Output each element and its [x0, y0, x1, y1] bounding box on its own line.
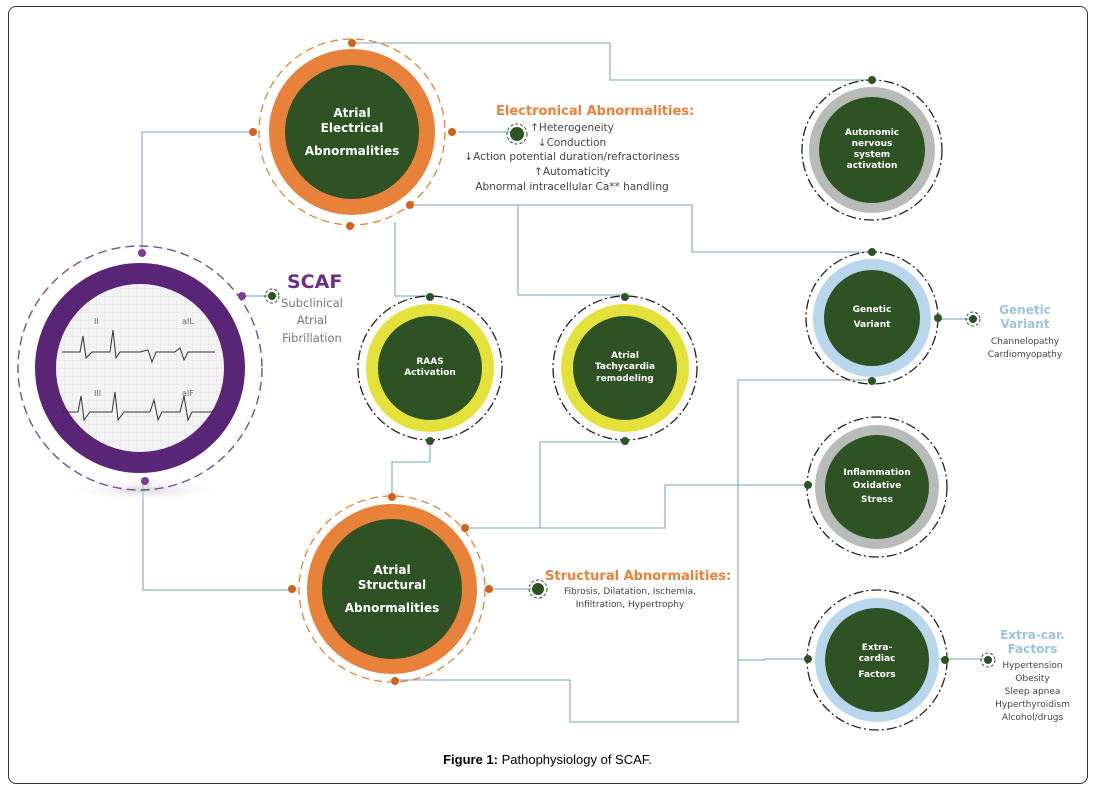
structural-circle [288, 493, 493, 685]
structural-heading: Structural Abnormalities: [545, 569, 732, 584]
tachycardia-label: Atrial Tachycardia remodeling [594, 351, 656, 384]
extracardiac-label: Extra- cardiac Factors [858, 643, 896, 680]
ecg-lead-label: aIL [182, 317, 194, 326]
scaf-subtitle: Subclinical Atrial Fibrillation [281, 296, 343, 345]
target-markers [264, 123, 996, 668]
structural-list: Fibrosis, Dilatation, Ischemia, Infiltra… [564, 587, 696, 611]
target-marker-structural [528, 579, 548, 599]
scaf-title: SCAF [287, 271, 343, 293]
scaf-circle: II aIL III aIF [17, 245, 263, 502]
figure-caption: Figure 1: Pathophysiology of SCAF. [0, 752, 1095, 767]
target-marker-genetic [965, 311, 981, 327]
tachycardia-circle [552, 293, 698, 445]
electrical-circle [249, 38, 456, 230]
genetic-heading: Genetic Variant [999, 303, 1051, 331]
ecg-trace-bottom [62, 391, 215, 422]
genetic-list: Channelopathy Cardiomyopathy [987, 337, 1063, 361]
caption-label: Figure 1: [443, 752, 498, 767]
connector-lines [141, 42, 985, 723]
raas-label: RAAS Activation [404, 356, 456, 378]
extra-list: Hypertension Obesity Sleep apnea Hyperth… [995, 661, 1070, 724]
extra-heading: Extra-car. Factors [1000, 628, 1065, 656]
extracardiac-circle [804, 589, 949, 731]
electronical-heading: Electronical Abnormalities: [496, 104, 695, 119]
inflammation-circle [804, 416, 948, 558]
autonomic-circle [801, 76, 943, 221]
caption-text: Pathophysiology of SCAF. [497, 752, 652, 767]
ecg-lead-label: aIF [182, 389, 194, 398]
ecg-lead-label: III [94, 389, 101, 398]
target-marker-electrical [506, 123, 528, 145]
electronical-list: ↑Heterogeneity ↓Conduction ↓Action poten… [464, 122, 680, 193]
autonomic-label: Autonomic nervous system activation [844, 127, 900, 172]
ecg-trace-top [62, 329, 215, 364]
inflammation-label: Inflammation Oxidative Stress [843, 468, 911, 505]
genetic-label: Genetic Variant [852, 305, 892, 330]
target-marker-scaf [264, 288, 280, 304]
electrical-label: Atrial Electrical Abnormalities [304, 105, 400, 158]
structural-label: Atrial Structural Abnormalities [344, 562, 440, 615]
raas-circle [357, 293, 503, 445]
genetic-circle [805, 248, 942, 385]
ecg-lead-label: II [94, 317, 99, 326]
target-marker-extra [980, 652, 996, 668]
